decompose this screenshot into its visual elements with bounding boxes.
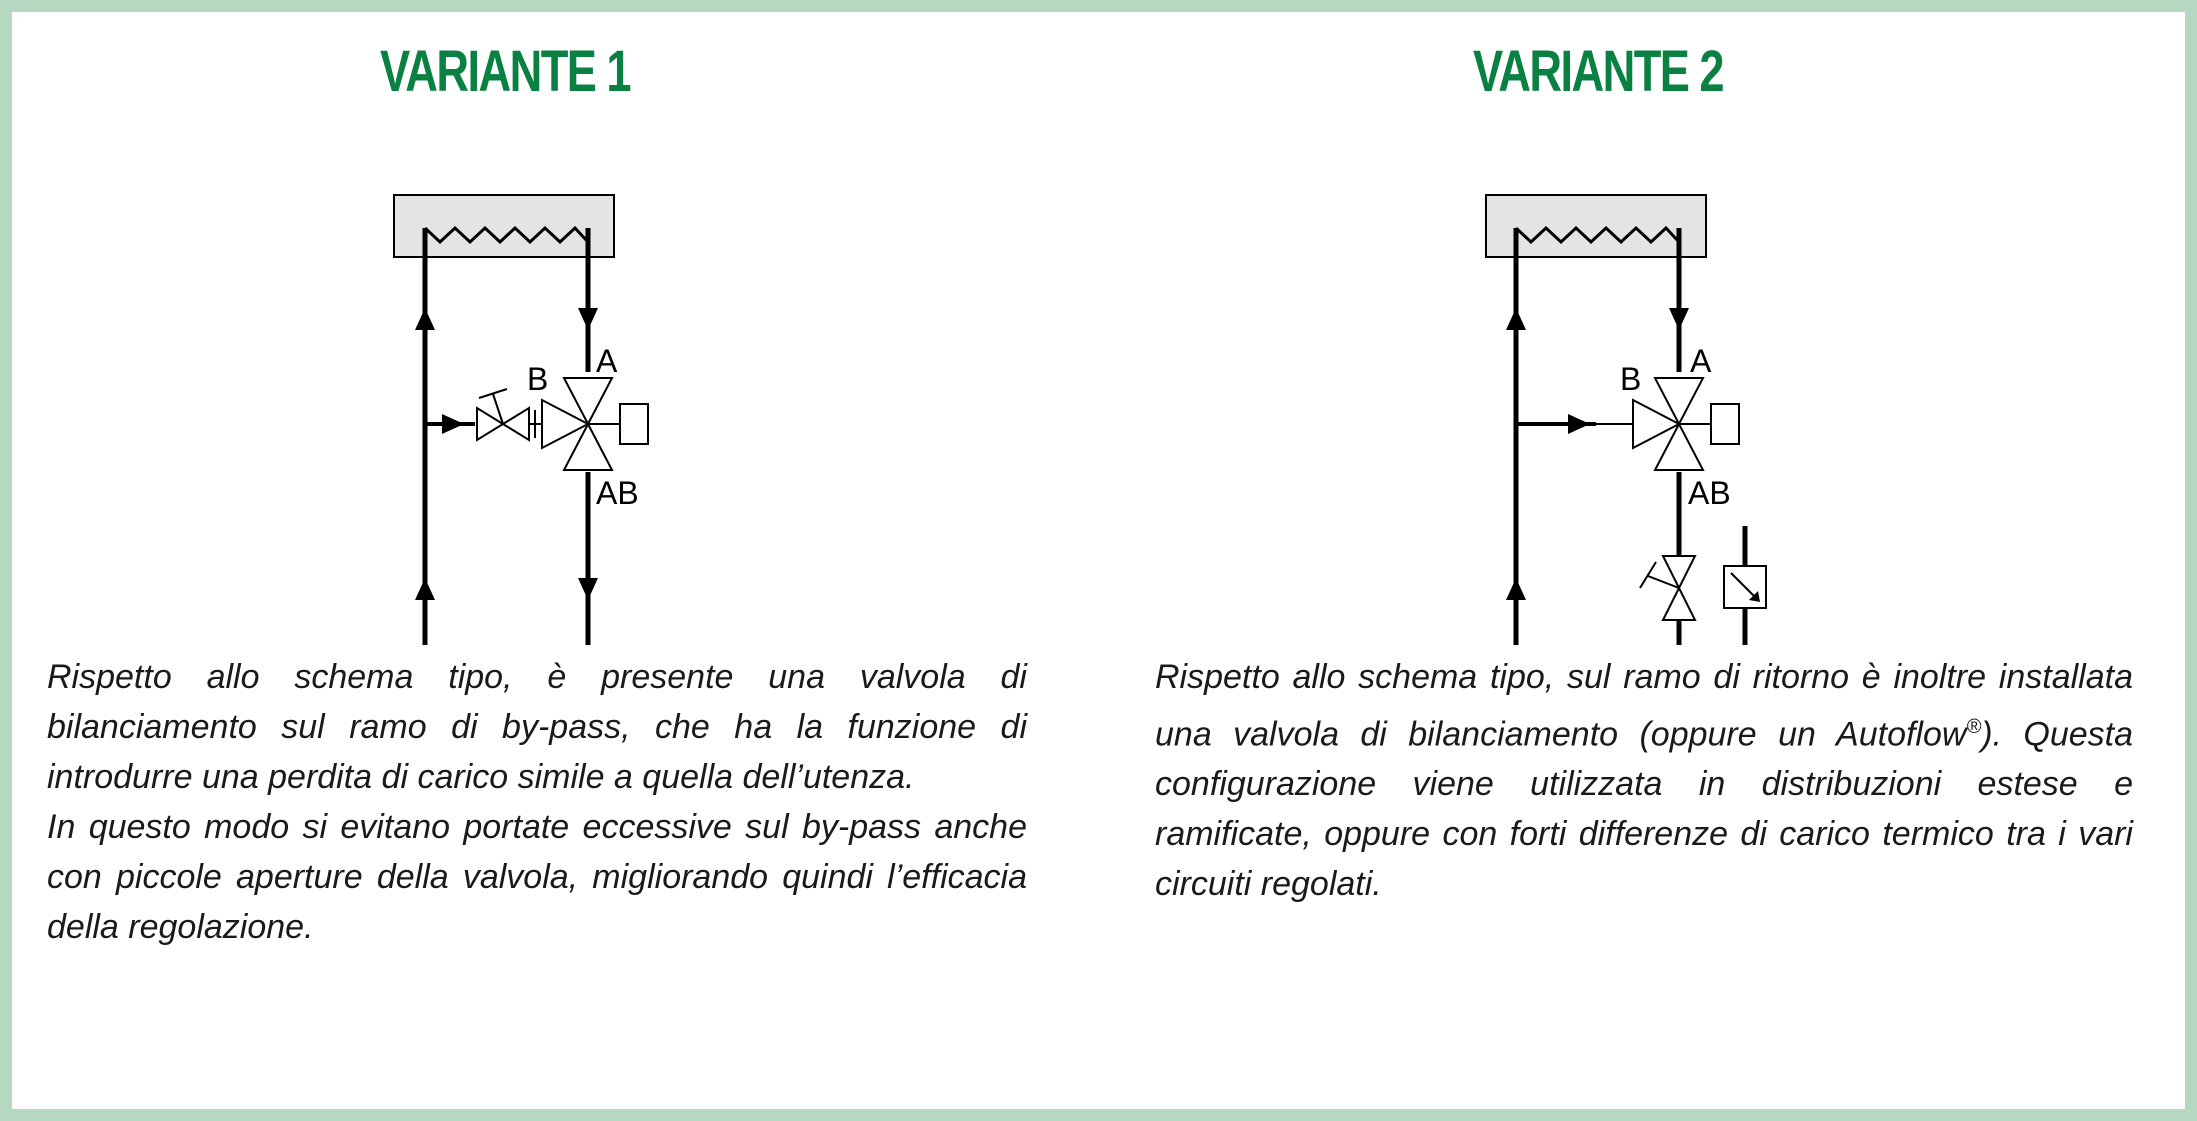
- port-label-b-1: B: [527, 361, 548, 397]
- heat-emitter-1: [393, 194, 615, 258]
- three-way-valve-icon: [1632, 377, 1740, 471]
- heat-emitter-2: [1485, 194, 1707, 258]
- description-paragraph: Rispetto allo schema tipo, è presente un…: [47, 658, 1027, 796]
- description-text: ). Questa configurazione viene utilizzat…: [1155, 715, 2133, 904]
- port-label-b-2: B: [1620, 361, 1641, 397]
- figure-frame: [12, 12, 2185, 1109]
- heating-coil-2: [1514, 225, 1681, 245]
- port-label-a-2: A: [1690, 343, 1712, 379]
- flow-arrow-up-icon: [415, 578, 435, 600]
- flow-arrow-down-icon: [578, 578, 598, 600]
- port-label-ab-1: AB: [596, 475, 639, 511]
- balancing-valve-icon: [476, 388, 530, 442]
- flow-arrow-up-icon: [415, 308, 435, 330]
- description-text: Rispetto allo schema tipo, sul ramo di r…: [1155, 658, 2133, 754]
- port-label-ab-2: AB: [1688, 475, 1731, 511]
- registered-mark: ®: [1966, 716, 1982, 738]
- heating-coil-1: [423, 225, 590, 245]
- flow-arrow-up-icon: [1506, 578, 1526, 600]
- variant-2-diagram: A B AB: [1485, 194, 1767, 645]
- flow-arrow-down-icon: [578, 308, 598, 330]
- balancing-valve-icon: [1639, 555, 1697, 621]
- autoflow-icon: [1723, 526, 1767, 645]
- three-way-valve-icon: [534, 377, 649, 471]
- description-paragraph: In questo modo si evitano portate eccess…: [47, 808, 1027, 946]
- flow-arrow-down-icon: [1669, 308, 1689, 330]
- variant-2-title: VARIANTE 2: [1472, 39, 1725, 104]
- variant-2-description: Rispetto allo schema tipo, sul ramo di r…: [1155, 652, 2133, 909]
- description-paragraph: Rispetto allo schema tipo, sul ramo di r…: [1155, 652, 2133, 909]
- flow-arrow-right-icon: [1568, 414, 1590, 434]
- flow-arrow-up-icon: [1506, 308, 1526, 330]
- variant-1-diagram: A B AB: [393, 194, 649, 645]
- port-label-a-1: A: [596, 343, 618, 379]
- variant-1-description: Rispetto allo schema tipo, è presente un…: [47, 652, 1027, 952]
- variant-1-title: VARIANTE 1: [379, 39, 632, 104]
- flow-arrow-right-icon: [442, 414, 464, 434]
